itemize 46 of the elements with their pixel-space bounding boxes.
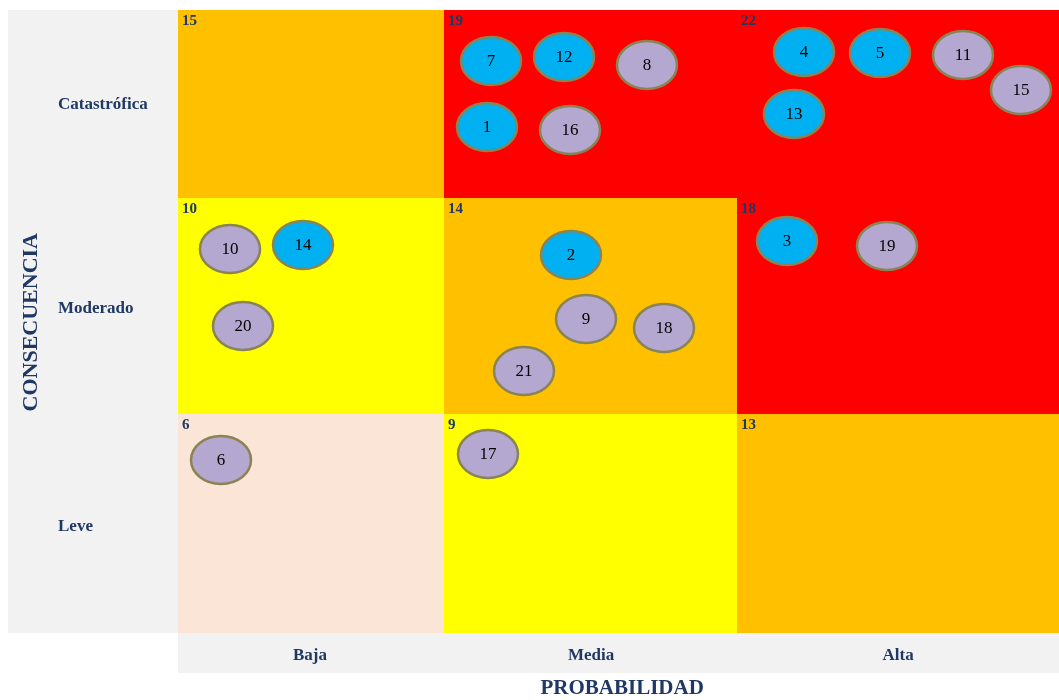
risk-marker: 3 xyxy=(755,215,819,267)
risk-marker: 7 xyxy=(459,35,523,87)
risk-marker: 14 xyxy=(271,219,335,271)
risk-marker: 8 xyxy=(615,39,679,91)
row-label: Leve xyxy=(58,516,93,536)
risk-marker: 1 xyxy=(455,101,519,153)
risk-marker: 19 xyxy=(855,220,919,272)
risk-marker: 2 xyxy=(539,229,603,281)
risk-cell xyxy=(444,414,737,633)
risk-marker: 13 xyxy=(762,88,826,140)
risk-marker: 6 xyxy=(189,434,253,486)
column-label: Alta xyxy=(882,645,914,665)
score-number: 13 xyxy=(741,416,756,433)
row-label: Moderado xyxy=(58,298,134,318)
risk-marker: 15 xyxy=(989,64,1053,116)
score-number: 15 xyxy=(182,12,197,29)
risk-marker: 11 xyxy=(931,29,995,81)
risk-cell xyxy=(178,414,444,633)
score-number: 6 xyxy=(182,416,190,433)
column-label: Baja xyxy=(293,645,327,665)
score-number: 14 xyxy=(448,200,463,217)
score-number: 22 xyxy=(741,12,756,29)
risk-marker: 9 xyxy=(554,293,618,345)
risk-marker: 16 xyxy=(538,104,602,156)
score-number: 19 xyxy=(448,12,463,29)
risk-marker: 17 xyxy=(456,428,520,480)
score-number: 10 xyxy=(182,200,197,217)
axis-title: PROBABILIDAD xyxy=(540,675,704,700)
risk-marker: 21 xyxy=(492,345,556,397)
risk-cell xyxy=(444,198,737,414)
row-label: Catastrófica xyxy=(58,94,148,114)
risk-cell xyxy=(178,10,444,198)
column-label: Media xyxy=(568,645,615,665)
risk-cell xyxy=(737,414,1059,633)
risk-marker: 4 xyxy=(772,26,836,78)
risk-marker: 5 xyxy=(848,27,912,79)
risk-cell xyxy=(737,198,1059,414)
axis-title: CONSECUENCIA xyxy=(17,233,43,412)
risk-marker: 18 xyxy=(632,302,696,354)
score-number: 9 xyxy=(448,416,456,433)
score-number: 18 xyxy=(741,200,756,217)
risk-marker: 20 xyxy=(211,300,275,352)
risk-marker: 12 xyxy=(532,31,596,83)
risk-cell xyxy=(444,10,737,198)
risk-cell xyxy=(178,198,444,414)
risk-marker: 10 xyxy=(198,223,262,275)
